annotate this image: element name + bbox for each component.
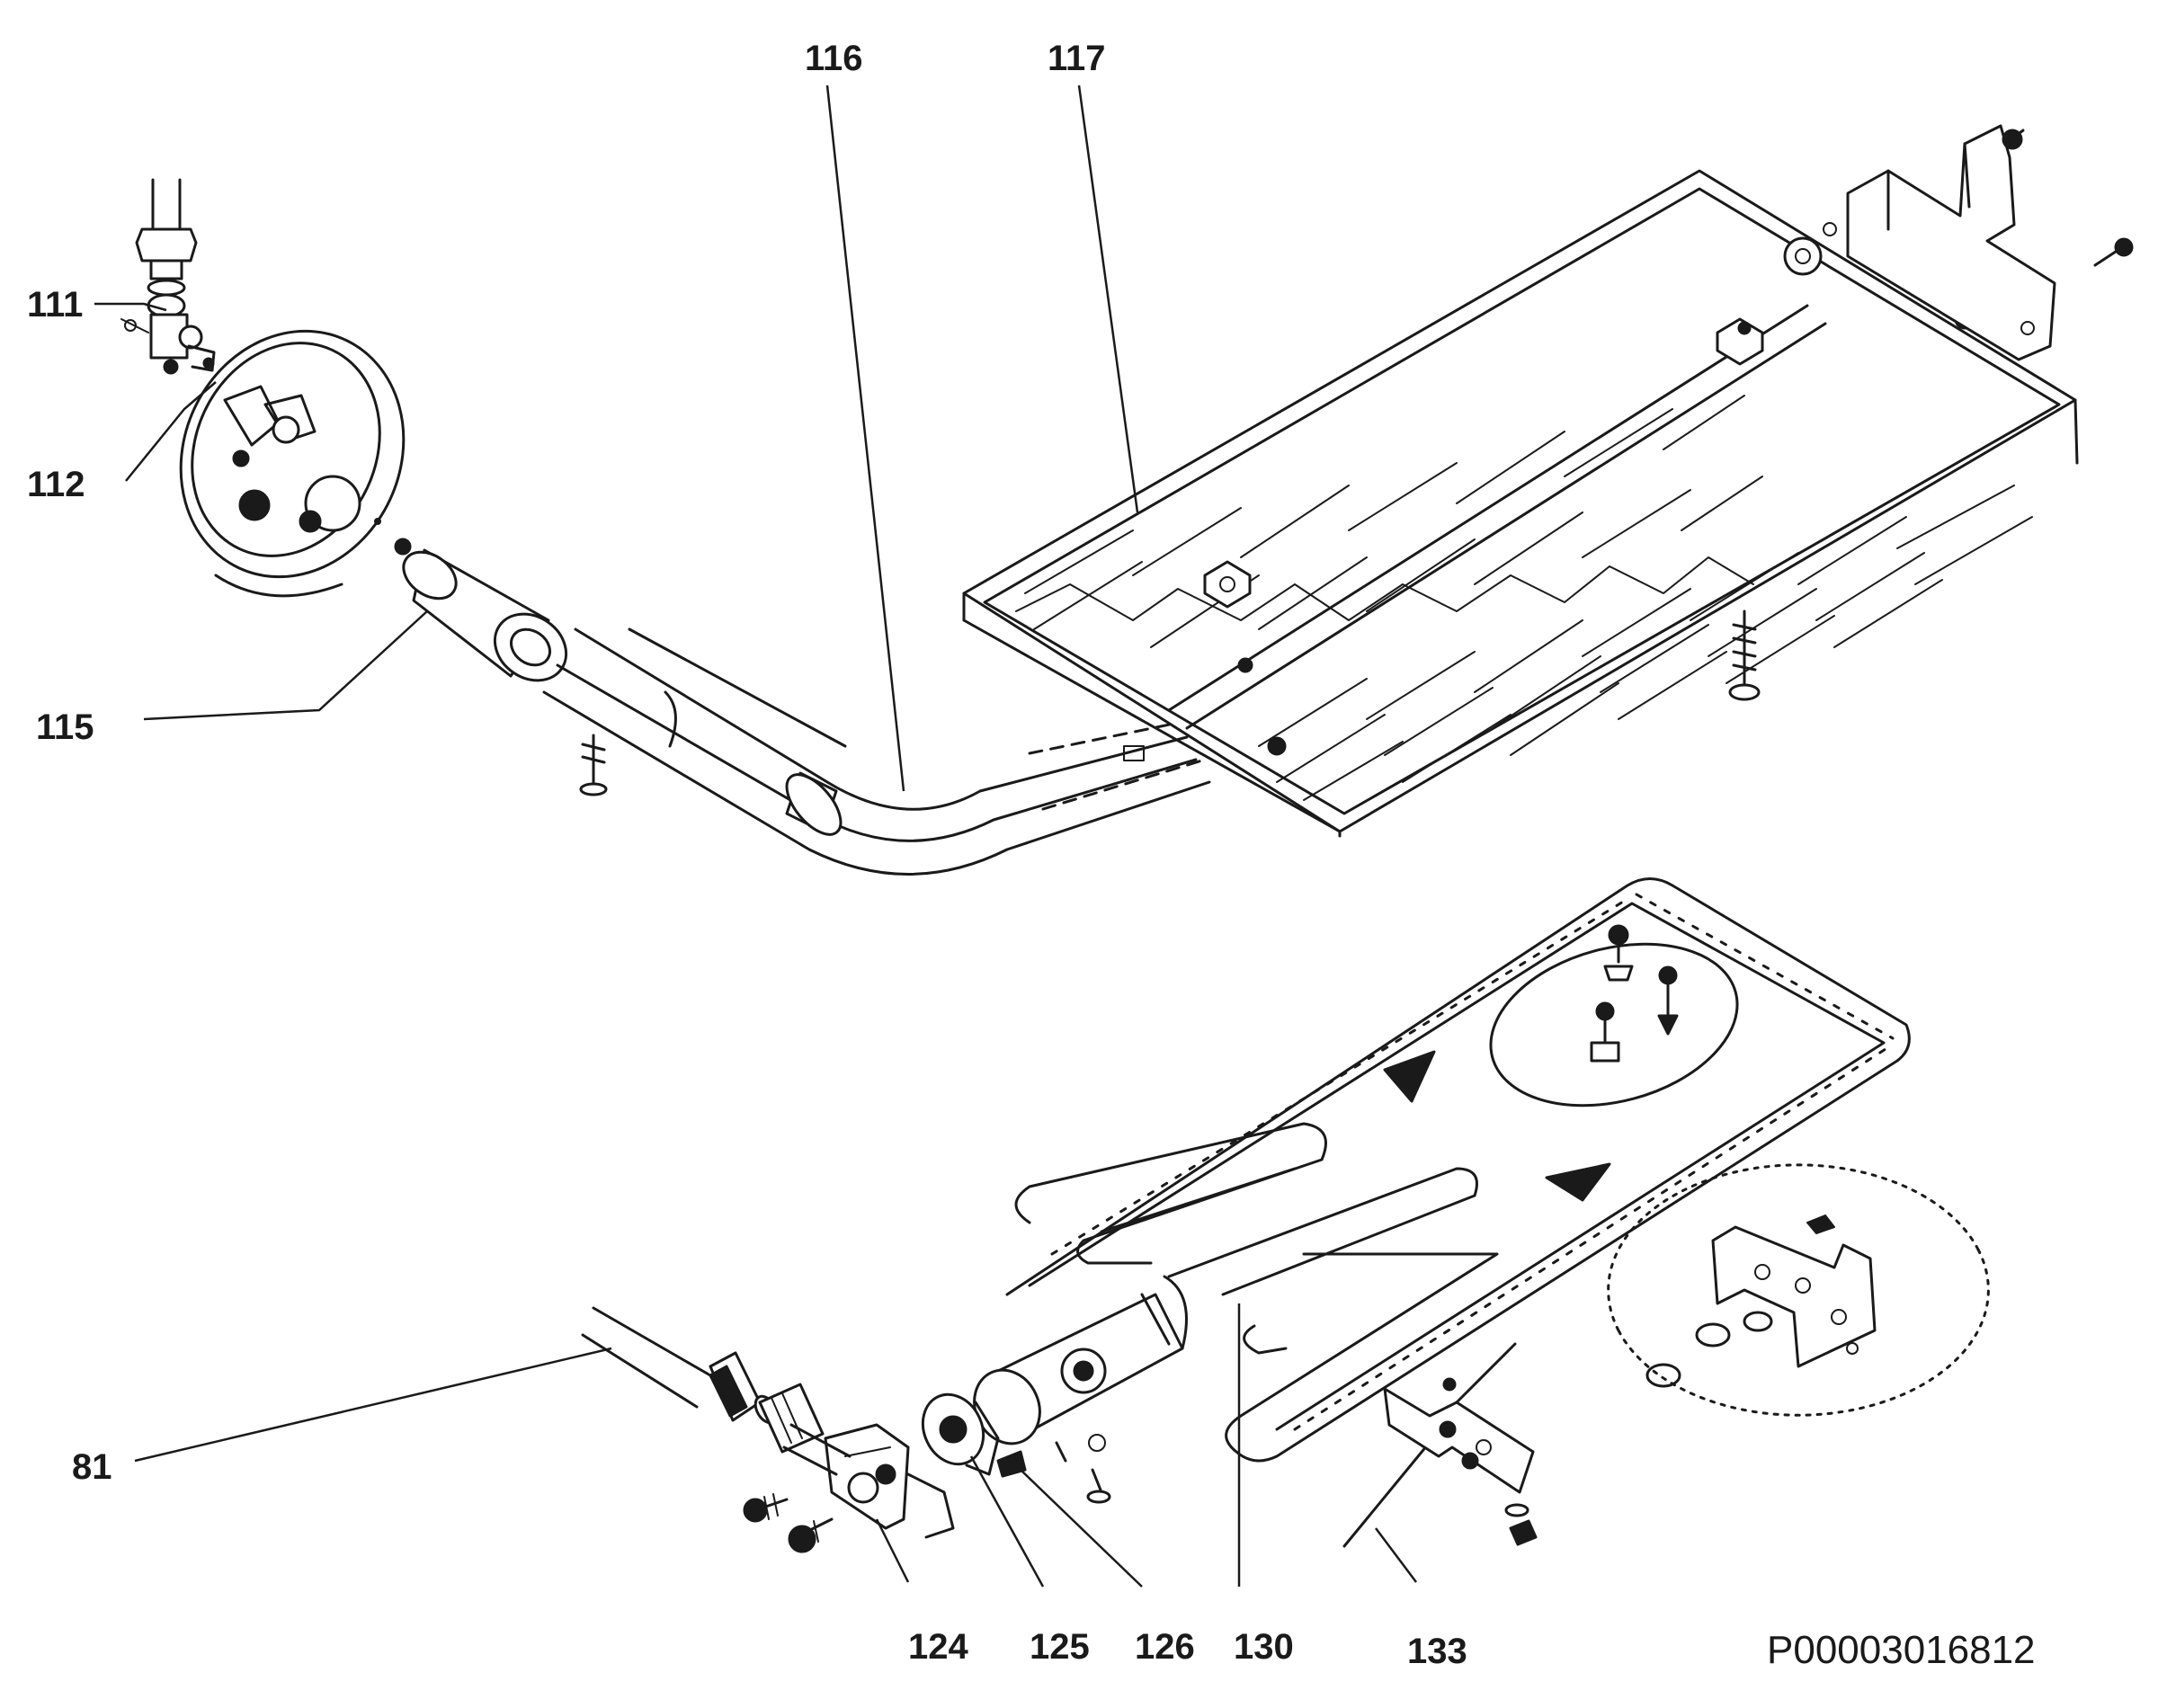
- callout-126: 126: [1135, 1627, 1195, 1667]
- callout-133: 133: [1407, 1632, 1467, 1671]
- callout-112: 112: [27, 465, 85, 504]
- frame-screws: [1590, 924, 1679, 1063]
- lower-burner-frame: [1005, 877, 1911, 1463]
- inlet-pipe: [581, 1306, 852, 1476]
- gas-inlet-fitting: [120, 178, 216, 375]
- bracket-bolts: [743, 1493, 834, 1553]
- mounting-bracket: [1783, 124, 2134, 361]
- callout-124: 124: [908, 1627, 968, 1667]
- lower-burner-tube: [973, 1275, 1188, 1504]
- upper-burner-tube: [542, 627, 1211, 876]
- callout-130: 130: [1234, 1627, 1294, 1667]
- callout-116: 116: [805, 39, 863, 78]
- venturi-tube: [394, 538, 568, 682]
- flame-channels-left: [1015, 395, 1763, 648]
- valve-bracket: [824, 1423, 955, 1539]
- callout-81: 81: [72, 1447, 112, 1487]
- reference-code: P00003016812: [1767, 1628, 2036, 1672]
- ignition-electrode: [1342, 1342, 1538, 1548]
- callout-labels: 111 112 115 116 117 81 124 125 126 130 1…: [27, 39, 2036, 1672]
- tray-bolt: [1728, 609, 1761, 701]
- detail-inset: [1607, 1163, 1990, 1417]
- flame-channels-right: [1258, 485, 2033, 801]
- callout-117: 117: [1048, 39, 1106, 78]
- valve-housing: [179, 329, 406, 598]
- callout-111: 111: [27, 285, 83, 325]
- leader-lines: [94, 85, 1417, 1588]
- callout-125: 125: [1030, 1627, 1090, 1667]
- upper-burner-tray: [962, 169, 2079, 838]
- callout-115: 115: [36, 707, 94, 747]
- mounting-screw: [579, 734, 608, 796]
